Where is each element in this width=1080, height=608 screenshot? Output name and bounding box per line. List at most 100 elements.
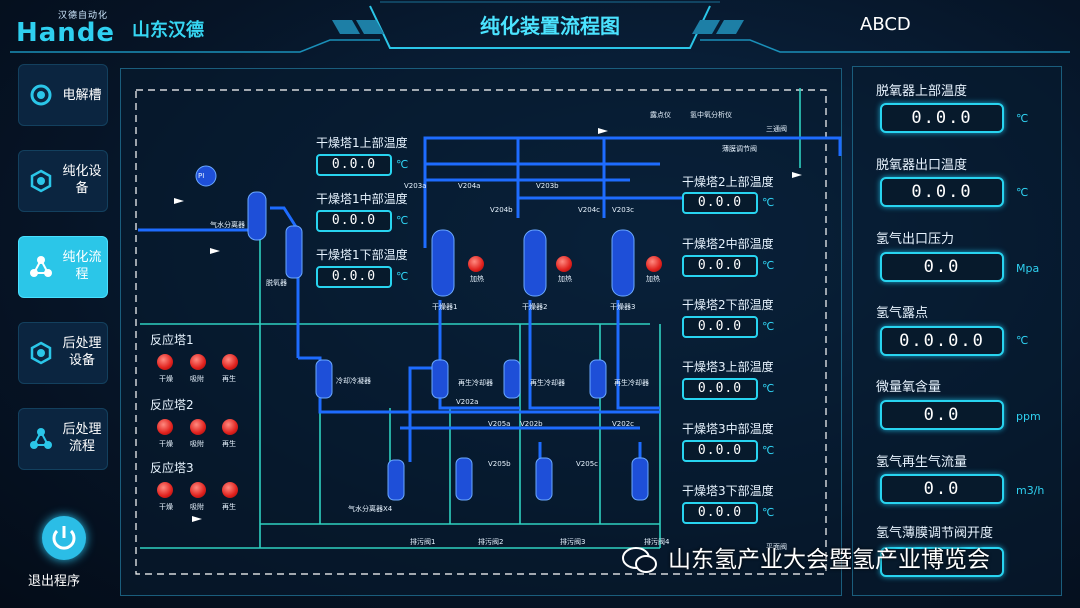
user-name[interactable]: ABCD [860,14,911,35]
reading-label: 氢气再生气流量 [876,455,968,470]
unit-label: ℃ [762,382,775,395]
three-way-valve-label[interactable]: 三通阀 [766,125,787,133]
deoxidizer-label: 脱氧器 [266,279,287,287]
status-light-dry [157,354,173,370]
drain-valve-label[interactable]: 排污阀2 [478,538,504,546]
reading-value: 0.0.0.0 [880,326,1004,356]
sidebar-item-post-device[interactable]: 后处理设备 [18,322,108,384]
dryer3-mid-value: 0.0.0 [682,440,758,462]
sidebar-item-purification-flow[interactable]: 纯化流程 [18,236,108,298]
unit-label: ℃ [1016,334,1029,347]
valve-label[interactable]: V204b [490,206,513,214]
dryer3-top-value: 0.0.0 [682,378,758,400]
status-light-label: 干燥 [159,375,173,383]
watermark-text: 山东氢产业大会暨氢产业博览会 [668,547,990,573]
status-light-adsorb [190,482,206,498]
sidebar-item-label: 纯化流程 [62,250,102,282]
valve-label[interactable]: V204c [578,206,600,214]
dryer1-bottom-value: 0.0.0 [316,266,392,288]
status-light-regen [222,354,238,370]
valve-label[interactable]: V204a [458,182,481,190]
sidebar-item-label: 电解槽 [62,88,102,103]
reading-label: 氢气薄膜调节阀开度 [876,526,994,541]
page-title: 纯化装置流程图 [480,14,620,38]
status-light-label: 吸附 [190,375,204,383]
post-flow-icon [30,428,52,449]
reading-label: 氢气露点 [876,306,929,321]
unit-label: ℃ [762,259,775,272]
dryer3-top-label: 干燥塔3上部温度 [682,360,774,374]
reading-value [880,547,1004,577]
company-name: 山东汉德 [132,20,204,41]
dryer-label: 干燥器3 [610,303,636,311]
status-light-label: 吸附 [190,440,204,448]
valve-label[interactable]: V202a [456,398,479,406]
status-light-dry [157,419,173,435]
reactor-2-label: 反应塔2 [150,398,194,412]
valve-label[interactable]: V203b [536,182,559,190]
reactor-3-label: 反应塔3 [150,461,194,475]
sidebar-item-label: 后处理流程 [62,422,102,454]
reading-value: 0.0 [880,400,1004,430]
heat-label: 加热 [646,275,660,283]
valve-label[interactable]: V202b [520,420,543,428]
unit-label: ℃ [1016,186,1029,199]
regen-cooler-label: 再生冷却器 [614,379,649,387]
sidebar-item-electrolyzer[interactable]: 电解槽 [18,64,108,126]
drain-valve-label[interactable]: 排污阀1 [410,538,436,546]
valve-label[interactable]: V203a [404,182,427,190]
drain-valve-label[interactable]: 排污阀3 [560,538,586,546]
dew-meter-label: 露点仪 [650,111,671,119]
unit-label: ℃ [396,214,409,227]
status-light-label: 吸附 [190,503,204,511]
dryer1-mid-label: 干燥塔1中部温度 [316,192,408,206]
logo-text: Hande [16,18,116,48]
bottom-valve-label[interactable]: 平面阀 [766,543,787,551]
regen-cooler-label: 再生冷却器 [530,379,565,387]
status-light-label: 再生 [222,440,236,448]
logo-small-text: 汉德自动化 [58,11,109,21]
dryer-label: 干燥器2 [522,303,548,311]
sidebar-item-purification-device[interactable]: 纯化设备 [18,150,108,212]
dryer1-top-label: 干燥塔1上部温度 [316,136,408,150]
unit-label: m3/h [1016,484,1045,497]
dryer2-bottom-label: 干燥塔2下部温度 [682,298,774,312]
valve-label[interactable]: V205a [488,420,511,428]
sidebar-item-label: 纯化设备 [62,164,102,196]
exit-label: 退出程序 [28,574,81,589]
valve-label[interactable]: V203c [612,206,634,214]
dryer2-mid-value: 0.0.0 [682,255,758,277]
status-light-label: 干燥 [159,440,173,448]
regen-cooler-label: 再生冷却器 [458,379,493,387]
reactor-1-label: 反应塔1 [150,333,194,347]
logo: 汉德自动化 Hande [14,8,124,48]
membrane-valve-label[interactable]: 薄膜调节阀 [722,145,757,153]
sidebar-item-post-flow[interactable]: 后处理流程 [18,408,108,470]
status-light-label: 再生 [222,503,236,511]
reading-label: 微量氧含量 [876,380,942,395]
heater-indicator [646,256,662,272]
purification-flow-icon [30,256,52,277]
exit-button[interactable] [42,516,86,560]
unit-label: Mpa [1016,262,1040,275]
dryer3-mid-label: 干燥塔3中部温度 [682,422,774,436]
status-light-adsorb [190,419,206,435]
process-diagram [135,88,842,575]
heat-label: 加热 [558,275,572,283]
unit-label: ppm [1016,410,1041,423]
valve-label[interactable]: V202c [612,420,634,428]
valve-label[interactable]: V205c [576,460,598,468]
wechat-icon [622,547,657,573]
pi-label: PI [198,172,205,180]
drain-valve-label[interactable]: 排污阀4 [644,538,670,546]
cooler-label: 冷却冷凝器 [336,377,371,385]
valve-label[interactable]: V205b [488,460,511,468]
unit-label: ℃ [762,196,775,209]
reading-value: 0.0 [880,252,1004,282]
status-light-regen [222,482,238,498]
reading-label: 脱氧器上部温度 [876,84,968,99]
dryer1-top-value: 0.0.0 [316,154,392,176]
reading-value: 0.0 [880,474,1004,504]
status-light-regen [222,419,238,435]
reading-value: 0.0.0 [880,103,1004,133]
